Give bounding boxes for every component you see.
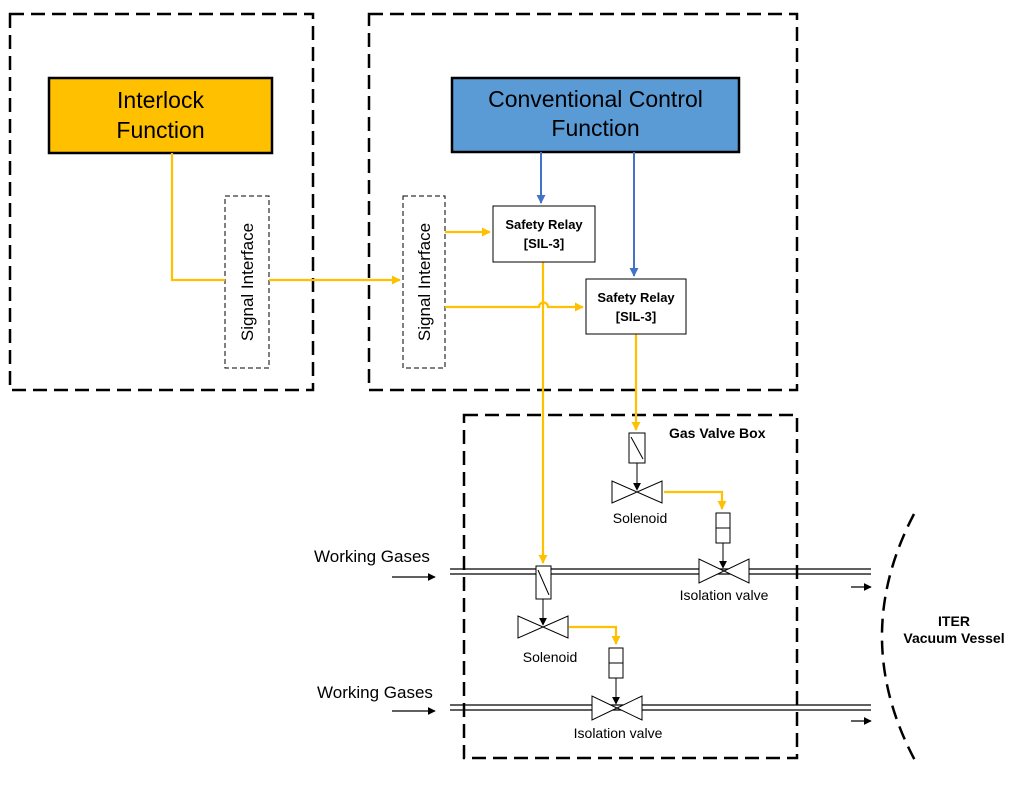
safety-relay-upper-line2: [SIL-3]	[524, 236, 564, 251]
solenoid-lower-label: Solenoid	[523, 649, 578, 665]
interlock-signal-wiring	[170, 153, 727, 645]
conventional-frame	[367, 12, 799, 392]
isolation-valve-lower: Isolation valve	[574, 647, 663, 741]
upper-gas-pipe	[450, 568, 871, 575]
conventional-block-line2: Function	[551, 115, 639, 141]
vacuum-vessel-wall	[880, 513, 920, 767]
conventional-block-box	[450, 76, 741, 154]
vessel-label-line1: ITER	[938, 613, 970, 629]
signal-interface-right-label: Signal Interface	[415, 223, 434, 341]
solenoid-upper-label: Solenoid	[613, 510, 668, 526]
safety-relay-lower-line1: Safety Relay	[597, 290, 675, 305]
safety-relay-lower-line2: [SIL-3]	[616, 309, 656, 324]
conventional-block-line1: Conventional Control	[488, 86, 703, 112]
interlock-block-box	[47, 76, 274, 155]
interlock-frame	[8, 12, 315, 392]
control-signal-wiring	[536, 152, 639, 277]
working-gases-upper-label: Working Gases	[314, 547, 430, 566]
safety-relay-lower: Safety Relay [SIL-3]	[585, 278, 687, 335]
solenoid-lower: Solenoid	[517, 565, 578, 665]
interlock-block-line2: Function	[116, 117, 204, 143]
signal-interface-left-label: Signal Interface	[238, 223, 257, 341]
safety-relay-upper: Safety Relay [SIL-3]	[492, 205, 596, 263]
safety-relay-upper-line1: Safety Relay	[505, 217, 583, 232]
isolation-valve-lower-label: Isolation valve	[574, 725, 663, 741]
vessel-label-line2: Vacuum Vessel	[903, 630, 1004, 646]
interlock-function-block: Interlock Function	[47, 76, 274, 155]
conventional-control-block: Conventional Control Function	[450, 76, 741, 154]
interlock-block-line1: Interlock	[117, 87, 204, 113]
signal-interface-left: Signal Interface	[224, 195, 270, 369]
isolation-valve-upper: Isolation valve	[680, 512, 769, 603]
gas-valve-box-frame	[462, 413, 799, 760]
solenoid-upper: Solenoid	[611, 432, 668, 526]
lower-gas-pipe	[450, 704, 871, 711]
signal-interface-right: Signal Interface	[402, 195, 446, 369]
gas-valve-box-title: Gas Valve Box	[669, 425, 766, 441]
working-gases-lower-label: Working Gases	[317, 683, 433, 702]
isolation-valve-upper-label: Isolation valve	[680, 587, 769, 603]
